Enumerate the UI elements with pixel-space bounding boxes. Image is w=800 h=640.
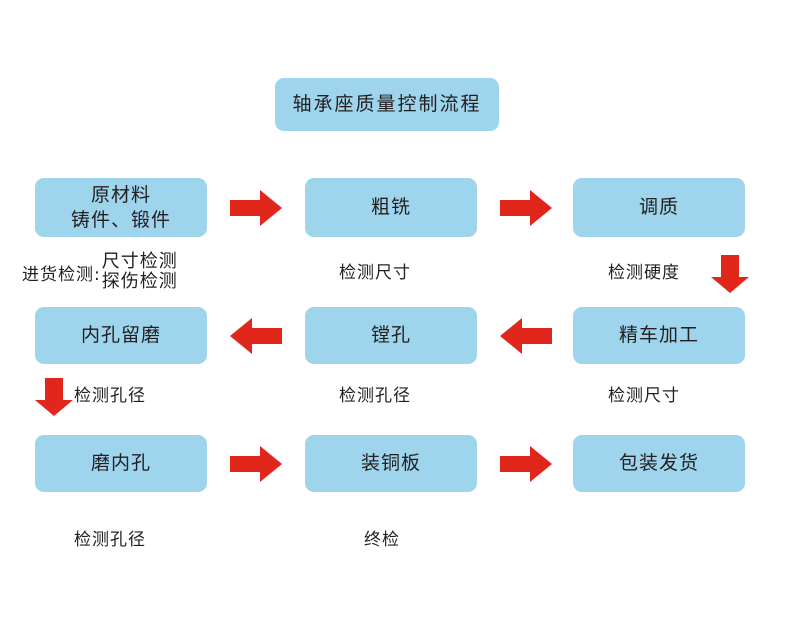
process-label-boring: 镗孔 bbox=[370, 324, 411, 347]
process-box-grind-bore: 磨内孔 bbox=[35, 435, 207, 492]
caption-incoming-inspection-line2: 探伤检测 bbox=[101, 271, 178, 293]
process-label-raw-material-line2: 铸件、锻件 bbox=[70, 208, 171, 231]
arrow-right-icon-r3-1 bbox=[230, 446, 282, 482]
process-box-raw-material: 原材料 铸件、锻件 bbox=[35, 178, 207, 237]
arrow-right-icon-r3-2 bbox=[500, 446, 552, 482]
caption-incoming-inspection-line1: 尺寸检测 bbox=[101, 251, 178, 272]
caption-check-bore-diameter-1: 检测孔径 bbox=[74, 386, 146, 406]
caption-check-hardness: 检测硬度 bbox=[608, 263, 680, 283]
arrow-down-icon-left bbox=[35, 378, 73, 416]
process-label-finish-turning: 精车加工 bbox=[618, 324, 699, 347]
arrow-right-icon-r1-2 bbox=[500, 190, 552, 226]
process-box-rough-milling: 粗铣 bbox=[305, 178, 477, 237]
process-box-quench-temper: 调质 bbox=[573, 178, 745, 237]
process-label-rough-milling: 粗铣 bbox=[370, 196, 411, 219]
caption-final-inspection: 终检 bbox=[364, 530, 400, 550]
process-box-bore-reserve-grind: 内孔留磨 bbox=[35, 307, 207, 364]
process-box-pack-and-ship: 包装发货 bbox=[573, 435, 745, 492]
process-label-raw-material-line1: 原材料 bbox=[90, 184, 151, 207]
process-box-finish-turning: 精车加工 bbox=[573, 307, 745, 364]
process-label-grind-bore: 磨内孔 bbox=[90, 452, 151, 475]
process-label-mount-copper-plate: 装铜板 bbox=[360, 452, 421, 475]
process-box-mount-copper-plate: 装铜板 bbox=[305, 435, 477, 492]
caption-check-bore-diameter-2: 检测孔径 bbox=[339, 386, 411, 406]
arrow-right-icon-r1-1 bbox=[230, 190, 282, 226]
caption-check-dimension-2: 检测尺寸 bbox=[608, 386, 680, 406]
process-label-pack-and-ship: 包装发货 bbox=[618, 452, 699, 475]
process-label-quench-temper: 调质 bbox=[638, 196, 679, 219]
process-label-bore-reserve-grind: 内孔留磨 bbox=[80, 324, 161, 347]
flowchart-title-box: 轴承座质量控制流程 bbox=[275, 78, 499, 131]
caption-check-dimension-1: 检测尺寸 bbox=[339, 263, 411, 283]
flowchart-title-label: 轴承座质量控制流程 bbox=[292, 93, 482, 116]
process-box-boring: 镗孔 bbox=[305, 307, 477, 364]
caption-incoming-inspection: 进货检测: 尺寸检测 探伤检测 bbox=[22, 251, 178, 293]
arrow-left-icon-r2-2 bbox=[500, 318, 552, 354]
caption-check-bore-diameter-3: 检测孔径 bbox=[74, 530, 146, 550]
caption-incoming-inspection-prefix: 进货检测: bbox=[22, 264, 101, 285]
arrow-left-icon-r2-1 bbox=[230, 318, 282, 354]
arrow-down-icon-right bbox=[711, 255, 749, 293]
